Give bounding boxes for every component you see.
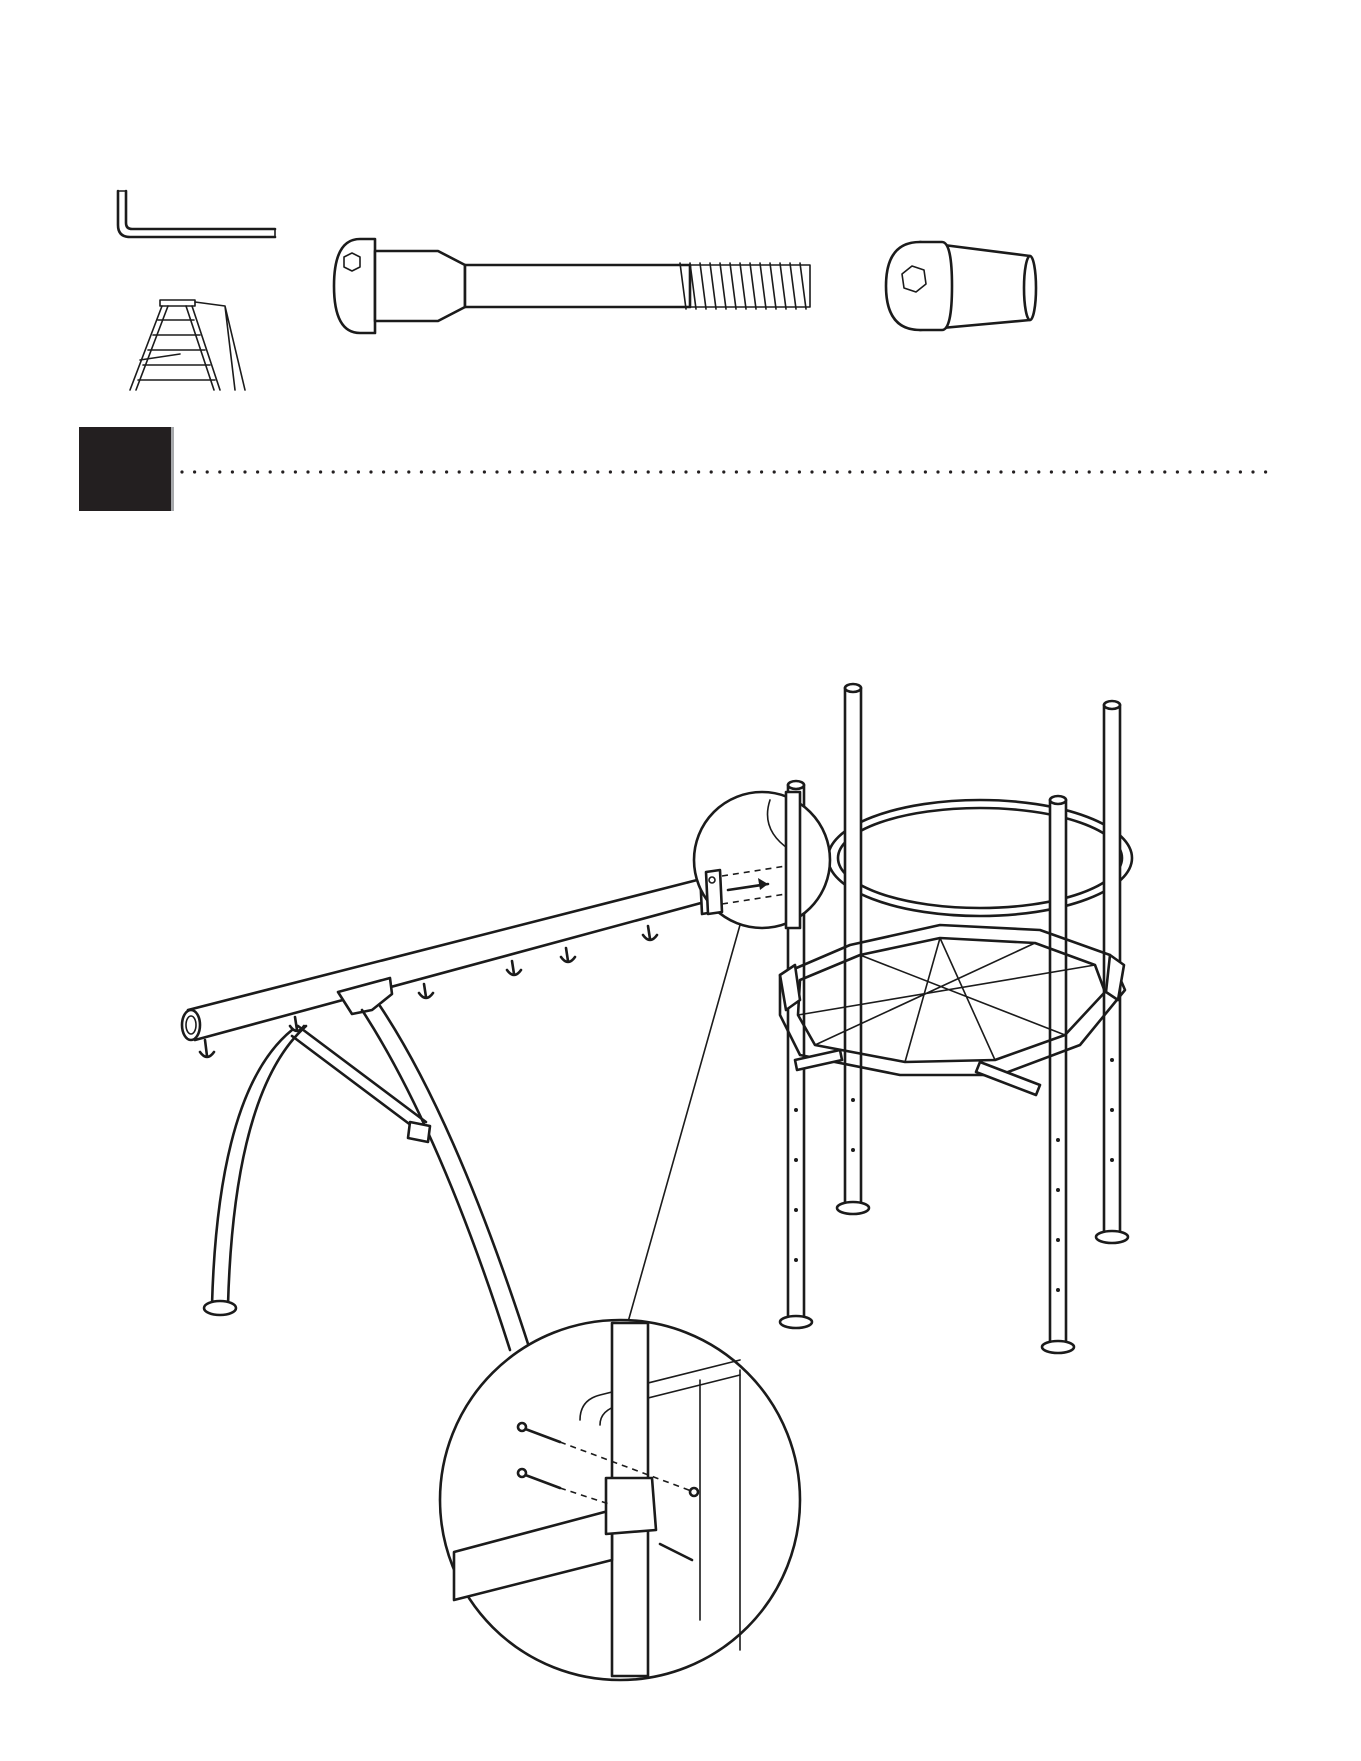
star-platform-frame bbox=[780, 925, 1125, 1095]
bolt-thread bbox=[675, 263, 810, 309]
step-ladder-icon bbox=[120, 290, 250, 400]
dotted-separator bbox=[180, 468, 1280, 476]
step-number-badge bbox=[79, 427, 174, 511]
assembly-illustration bbox=[0, 600, 1361, 1761]
hex-key-icon bbox=[110, 185, 280, 245]
tower-posts bbox=[780, 684, 1128, 1353]
step-number bbox=[79, 427, 171, 511]
swing-beam-assembly bbox=[182, 870, 714, 1350]
tower-frame bbox=[780, 684, 1132, 1353]
bolt-detail-callout bbox=[440, 1320, 800, 1680]
barrel-nut-icon bbox=[880, 236, 1040, 336]
step-badge-edge bbox=[171, 427, 174, 511]
long-hex-bolt-icon bbox=[330, 235, 820, 340]
